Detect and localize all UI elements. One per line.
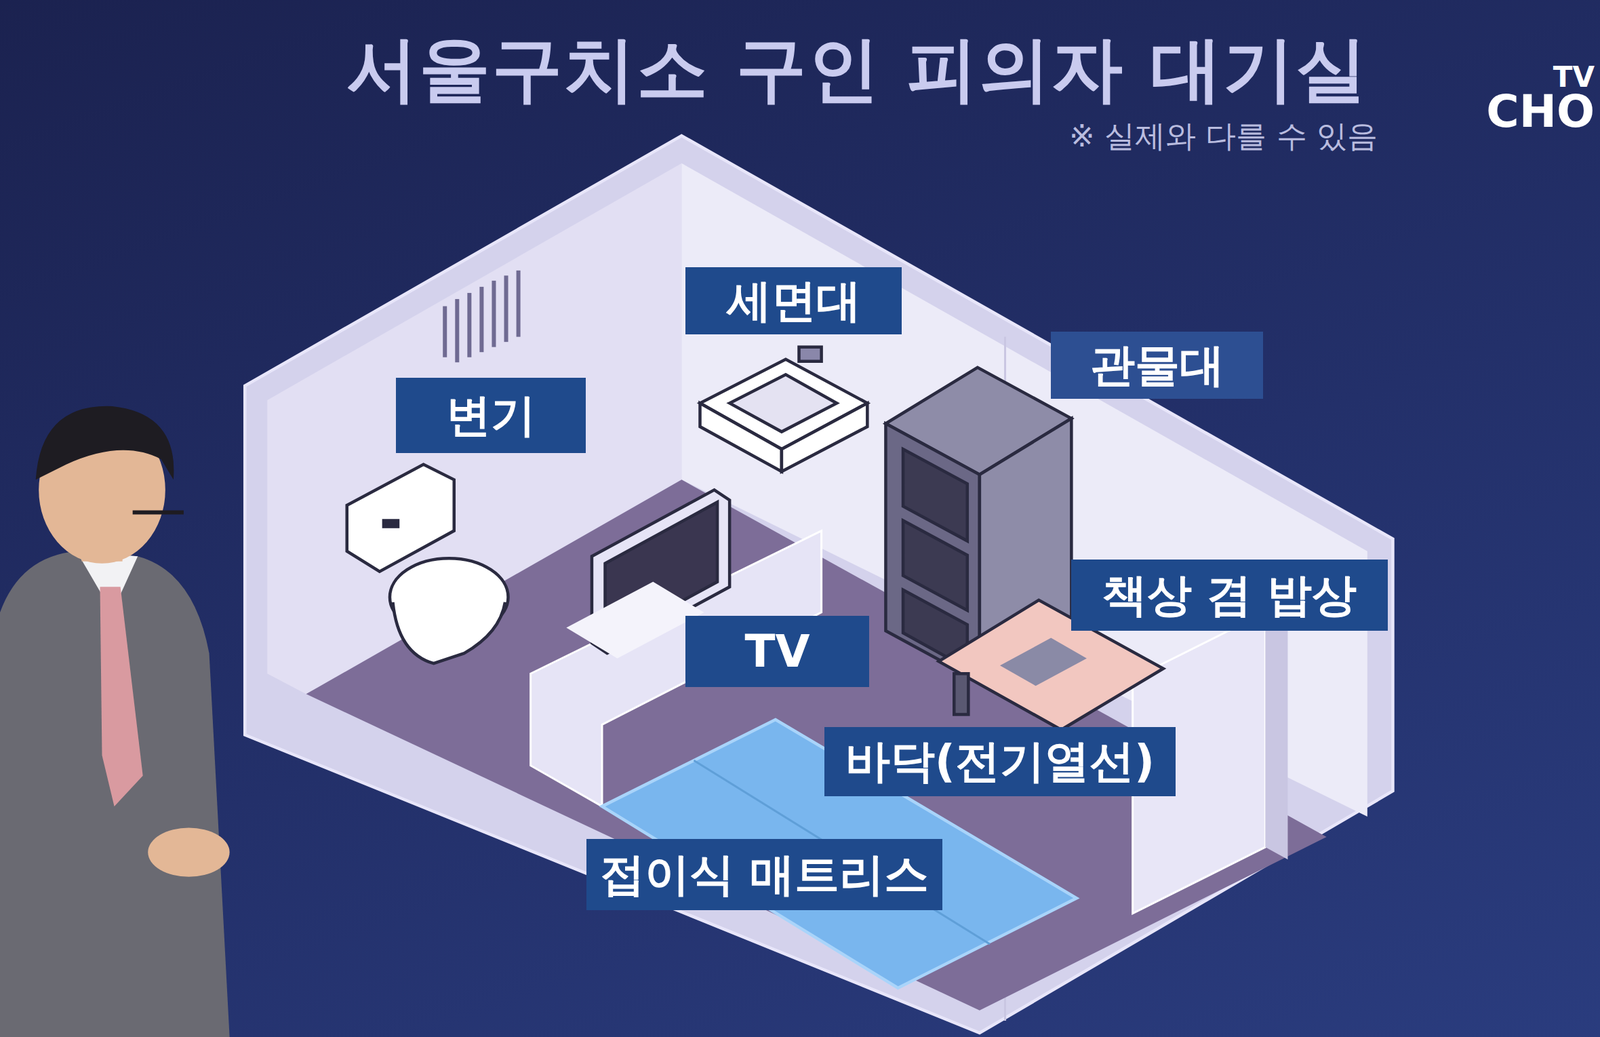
watermark: CHO — [1486, 89, 1595, 135]
sink — [700, 347, 868, 472]
label-box: 바닥(전기열선) — [824, 726, 1176, 796]
presenter — [0, 406, 230, 1037]
toilet — [347, 464, 509, 664]
label-box: TV — [685, 615, 870, 687]
label-box: 세면대 — [685, 267, 902, 335]
label-box: 관물대 — [1050, 331, 1264, 399]
watermark: TV — [1553, 63, 1595, 92]
label-text: 책상 겸 밥상 — [1102, 564, 1358, 626]
room-outline — [244, 135, 1393, 1033]
label-box: 변기 — [395, 377, 586, 453]
window-bars — [444, 270, 518, 363]
label-box: 책상 겸 밥상 — [1071, 559, 1388, 631]
label-text: TV — [744, 625, 810, 678]
label-box: 접이식 매트리스 — [586, 838, 943, 910]
label-text: 바닥(전기열선) — [845, 730, 1155, 792]
label-text: 관물대 — [1090, 334, 1225, 396]
label-text: 변기 — [446, 385, 536, 447]
right-partition-side — [1265, 612, 1288, 859]
title: 서울구치소 구인 피의자 대기실 — [346, 22, 1369, 118]
label-text: 접이식 매트리스 — [600, 844, 929, 906]
label-text: 세면대 — [726, 270, 862, 332]
note: ※ 실제와 다를 수 있음 — [1069, 120, 1378, 152]
